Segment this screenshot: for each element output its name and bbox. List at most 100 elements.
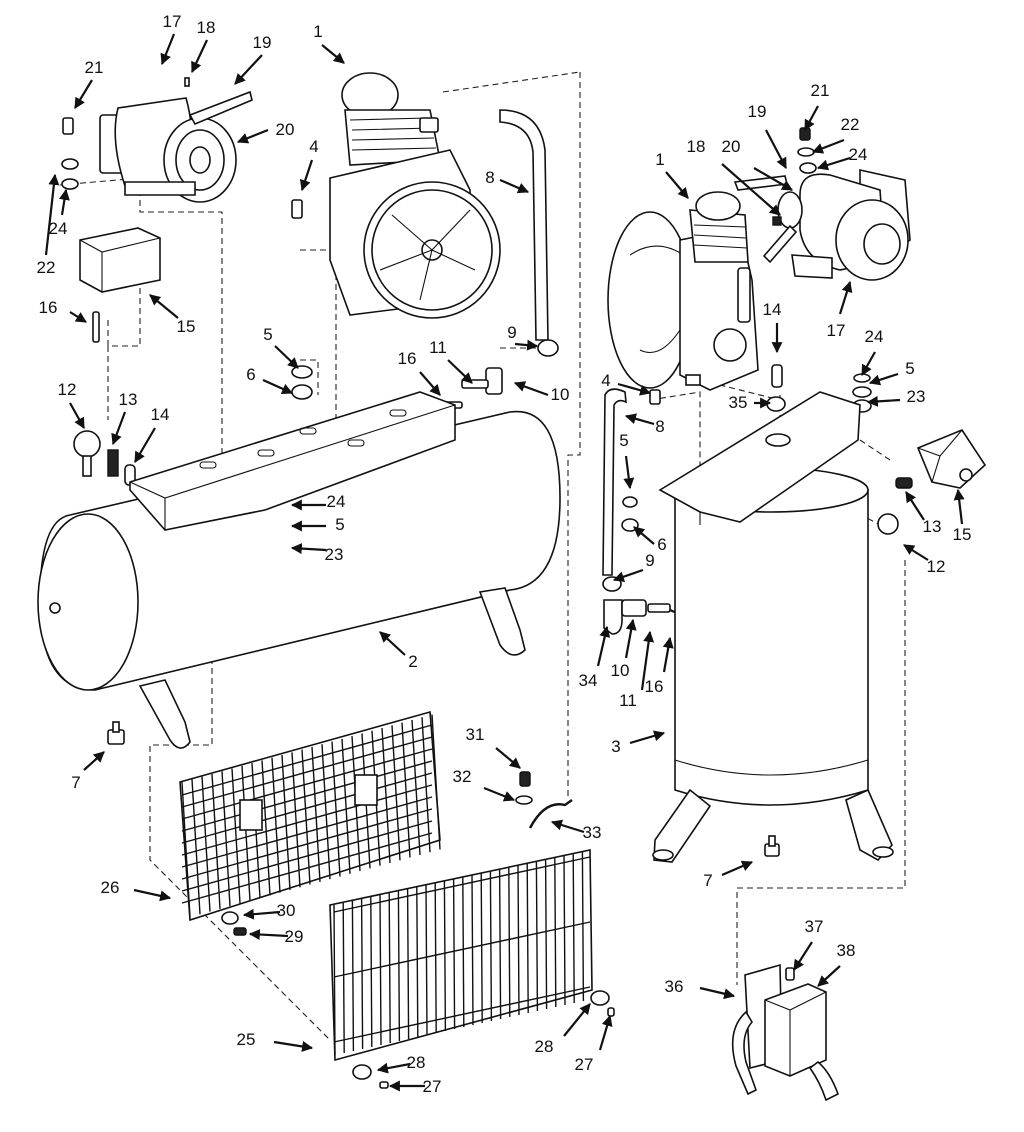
guard-bar [231, 768, 241, 904]
callout-label: 7 [71, 773, 80, 792]
motor-left [99, 77, 253, 203]
callout-label: 11 [619, 691, 637, 710]
callout-arrow [111, 411, 127, 446]
callout-arrow [598, 1014, 613, 1051]
guard-bar [181, 781, 191, 918]
guard-rail [333, 921, 591, 978]
callout-arrow [236, 128, 269, 144]
guard-bar [301, 749, 311, 885]
callout-arrow [811, 138, 845, 154]
callout-label: 11 [429, 338, 447, 357]
callout-arrow [550, 819, 585, 834]
callout-label: 17 [163, 12, 182, 31]
callout-label: 22 [37, 258, 56, 277]
guard-bar [535, 860, 539, 1012]
callout-label: 5 [335, 515, 344, 534]
guard-cutout [239, 799, 263, 831]
callout-label: 1 [313, 22, 322, 41]
callout-label: 16 [398, 349, 417, 368]
callout-label: 15 [177, 317, 196, 336]
guard-bar [388, 892, 391, 1044]
guard-rail [181, 772, 433, 844]
belt-guard-back-bars [181, 714, 441, 918]
callout-label: 18 [197, 18, 216, 37]
guard-bar [443, 880, 447, 1032]
guard-bar [581, 850, 585, 1002]
pump-left [329, 72, 501, 319]
guard-bar [281, 754, 291, 891]
callout-label: 16 [645, 677, 664, 696]
callout-label: 1 [655, 150, 664, 169]
callout-label: 6 [246, 365, 255, 384]
guard-bar [221, 771, 231, 907]
callout-arrow [160, 33, 176, 66]
callout-arrow [376, 1062, 411, 1074]
guard-bar [211, 773, 221, 909]
guard-bar [452, 878, 456, 1030]
callout-label: 30 [277, 901, 296, 920]
guard-rail [181, 820, 433, 892]
guard-bar [261, 760, 271, 896]
callout-arrow [133, 888, 172, 902]
pump-right [607, 191, 759, 391]
callout-label: 14 [763, 300, 782, 319]
callout-label: 2 [408, 652, 417, 671]
callout-label: 19 [253, 33, 272, 52]
guard-bar [480, 872, 483, 1024]
guard-bar [489, 870, 493, 1022]
callout-arrow [765, 129, 787, 169]
callout-arrow [721, 163, 781, 216]
callout-label: 25 [237, 1030, 256, 1049]
callout-arrow [234, 54, 263, 85]
vertical-tank [652, 467, 894, 863]
motor-right [733, 169, 911, 281]
callout-arrow [44, 173, 60, 256]
guard-bar [370, 896, 373, 1048]
callout-arrow [191, 39, 208, 73]
callout-arrow [903, 544, 929, 561]
callout-arrow [624, 413, 655, 426]
callout-arrow [447, 359, 473, 384]
guard-bar [342, 902, 345, 1054]
callout-label: 12 [927, 557, 946, 576]
guard-bar [201, 776, 211, 912]
guard-bar [544, 858, 548, 1010]
callout-label: 31 [466, 725, 485, 744]
callout-arrow [612, 568, 644, 582]
guard-bar [572, 852, 575, 1004]
callout-label: 20 [276, 120, 295, 139]
callout-label: 9 [507, 323, 516, 342]
guard-bar [517, 864, 520, 1016]
callout-arrow [274, 345, 299, 369]
callout-label: 26 [101, 878, 120, 897]
callout-label: 5 [905, 359, 914, 378]
guard-rail [333, 856, 591, 913]
callout-label: 4 [601, 371, 610, 390]
callout-arrow [866, 395, 901, 407]
guard-bar [379, 894, 382, 1046]
callout-label: 4 [309, 137, 318, 156]
guard-rail [181, 748, 433, 820]
callout-arrow [633, 526, 655, 545]
belt-guard-front [329, 849, 593, 1062]
guard-bar [191, 779, 201, 915]
callout-arrow [817, 965, 841, 987]
callout-arrow [242, 908, 281, 920]
auto-drain-kit [731, 963, 839, 1102]
callout-arrow [563, 1003, 591, 1037]
guard-rail [181, 736, 433, 808]
callout-arrow [321, 44, 345, 64]
callout-label: 20 [722, 137, 741, 156]
vertical-tank-assembly [602, 127, 987, 1102]
callout-label: 16 [39, 298, 58, 317]
mounting-plate-right [658, 391, 861, 525]
callout-arrow [953, 488, 965, 525]
callout-label: 24 [849, 145, 868, 164]
guard-rail [181, 796, 433, 868]
callout-arrow [483, 786, 516, 802]
callout-label: 5 [263, 325, 272, 344]
callout-arrow [262, 378, 294, 395]
callout-label: 34 [579, 671, 598, 690]
pressure-switch-left [79, 227, 161, 343]
